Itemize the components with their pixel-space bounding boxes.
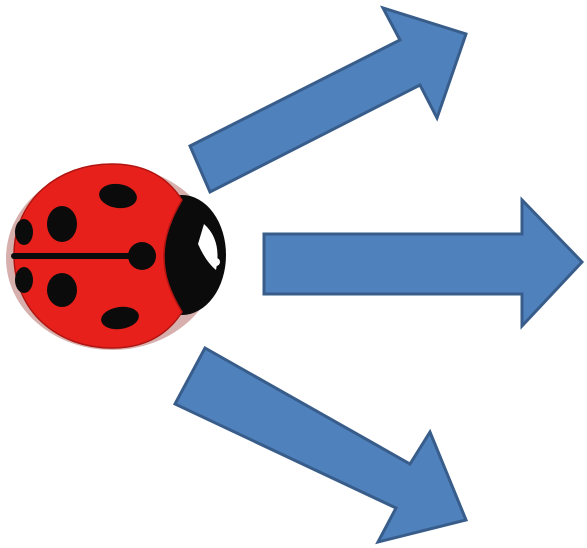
- arrow-down-right-icon: [175, 348, 466, 542]
- ladybug-icon: [6, 164, 226, 350]
- ladybug-spot: [47, 206, 77, 242]
- arrow-up-right-icon: [190, 8, 466, 192]
- ladybug-spot: [15, 267, 33, 293]
- ladybug-head-dot: [212, 258, 220, 266]
- ladybug-spot: [15, 219, 33, 245]
- ladybug-thorax: [128, 242, 156, 270]
- arrow-right-icon: [264, 200, 582, 326]
- ladybug-spot: [47, 273, 77, 307]
